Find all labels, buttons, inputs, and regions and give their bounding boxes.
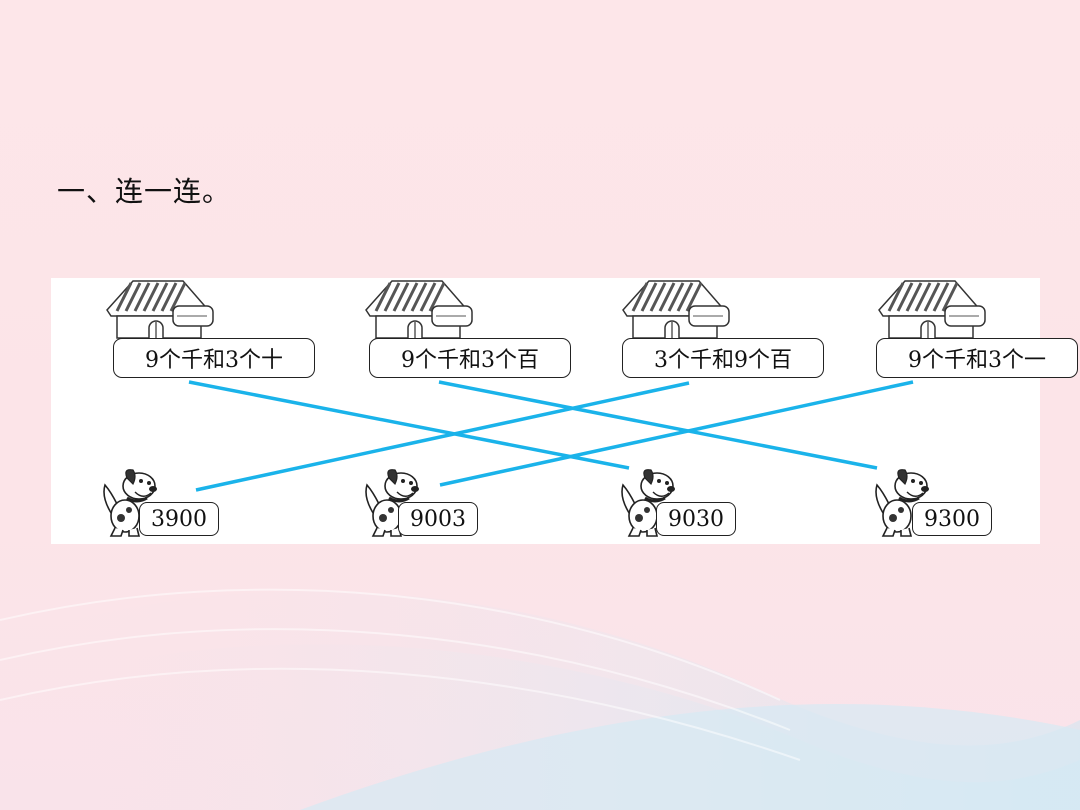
exercise-heading: 一、连一连。 [57,175,232,208]
house-label-1: 9个千和3个十 [113,338,315,378]
dog-number-4: 9300 [912,502,992,536]
matching-drawing [103,280,986,537]
connection-line [195,381,690,492]
dog-icon [103,469,157,537]
house-icon [365,280,473,339]
house-icon [106,280,214,339]
house-label-4: 9个千和3个一 [876,338,1078,378]
house-icon [622,280,730,339]
matching-panel: 9个千和3个十 9个千和3个百 3个千和9个百 9个千和3个一 3900 900… [51,278,1078,544]
dog-number-3: 9030 [656,502,736,536]
house-icon [878,280,986,339]
connection-line [188,380,630,470]
dog-icon [365,469,419,537]
connection-line [438,380,878,470]
dog-number-2: 9003 [398,502,478,536]
house-label-2: 9个千和3个百 [369,338,571,378]
connection-line [439,380,914,487]
dog-icon [875,469,929,537]
house-label-3: 3个千和9个百 [622,338,824,378]
dog-icon [621,469,675,537]
dog-number-1: 3900 [139,502,219,536]
